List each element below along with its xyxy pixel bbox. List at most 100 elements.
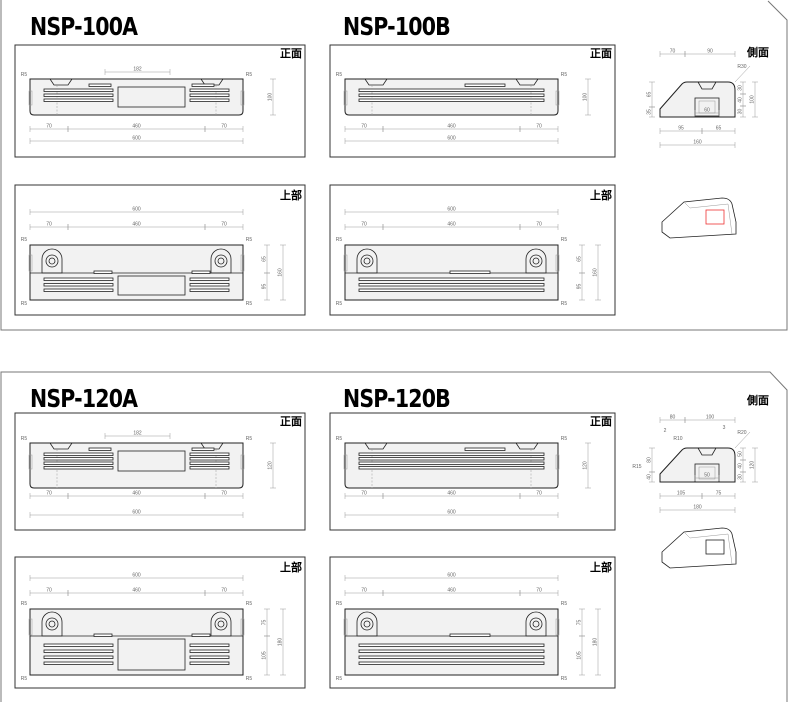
vent-slot [191, 83, 215, 87]
side-recess [555, 618, 560, 636]
anchor-boss [525, 248, 547, 274]
dimension-label: 30 [738, 85, 744, 91]
notch [49, 442, 73, 450]
block-body [344, 78, 559, 116]
side-recess [28, 254, 33, 272]
chamfer-label: R5 [246, 676, 253, 682]
section-frame-100 [0, 0, 788, 331]
chamfer-label: R5 [561, 676, 568, 682]
chamfer-label: R5 [561, 601, 568, 607]
vent-slot [43, 643, 114, 647]
dimension-label: 70 [46, 588, 52, 594]
iso-outline [661, 527, 737, 569]
vent-slot [358, 643, 545, 647]
iso-window [705, 209, 725, 225]
vent-slot [43, 461, 114, 465]
dimension-label: 70 [536, 491, 542, 497]
dimension-label: 120 [750, 461, 756, 470]
vent-slot [358, 93, 545, 97]
vent-slot [43, 277, 114, 281]
dimension-label: 65 [577, 256, 583, 262]
view-label: 上部 [590, 560, 612, 574]
anchor-boss [41, 611, 63, 637]
side-recess [240, 618, 245, 636]
iso-edge [683, 201, 691, 209]
vent-slot [43, 88, 114, 92]
dimension-label: 182 [133, 431, 142, 437]
iso-outline [661, 197, 737, 239]
dimension-label: 60 [704, 108, 710, 114]
vent-slot [358, 649, 545, 653]
dimension-label: 70 [46, 222, 52, 228]
dimension-label: 600 [447, 136, 456, 142]
vent-slot [189, 283, 230, 287]
isometric-view [661, 527, 737, 569]
vent-slot [358, 461, 545, 465]
vent-slot [189, 466, 230, 470]
view-label: 正面 [590, 47, 612, 60]
dimension-label: 80 [647, 457, 653, 463]
notch [364, 442, 388, 450]
vent-slot [358, 277, 545, 281]
dimension-label: 40 [647, 474, 653, 480]
bolt-hole-inner [532, 620, 540, 628]
side-recess [28, 454, 33, 470]
dimension-label: 70 [361, 588, 367, 594]
side-recess [555, 90, 560, 106]
radius-label: R30 [737, 64, 746, 70]
side-window [694, 463, 720, 483]
bolt-hole-inner [217, 257, 225, 265]
vent-slot [358, 283, 545, 287]
view-label: 正面 [280, 415, 302, 428]
leader-line [734, 65, 751, 83]
vent-slot [464, 83, 506, 87]
dimension-label: 70 [361, 222, 367, 228]
dimension-label: 35 [647, 109, 653, 115]
dimension-label: 75 [262, 620, 268, 626]
dimension-label: 75 [577, 620, 583, 626]
dimension-label: 70 [221, 491, 227, 497]
model-title: NSP-100B [343, 12, 451, 41]
vent-slot [189, 452, 230, 456]
block-body [344, 442, 559, 489]
dimension-label: 600 [447, 207, 456, 213]
radius-label: R15 [632, 464, 641, 470]
iso-edge [727, 203, 733, 235]
side-recess [240, 90, 245, 106]
dimension-label: 65 [262, 256, 268, 262]
dimension-label: 70 [536, 588, 542, 594]
chamfer-label: R5 [21, 237, 28, 243]
vent-slot [43, 457, 114, 461]
block-body [29, 78, 244, 116]
vent-slot [189, 457, 230, 461]
model-title: NSP-120A [30, 384, 138, 413]
vent-slot [88, 447, 112, 451]
dimension-label: 600 [447, 573, 456, 579]
dimension-label: 160 [693, 140, 702, 146]
isometric-view [661, 197, 737, 239]
dimension-label: 460 [132, 491, 141, 497]
vent-slot [189, 98, 230, 102]
vent-slot [358, 98, 545, 102]
chamfer-label: R5 [246, 237, 253, 243]
vent-slot [43, 661, 114, 665]
vent-slot [191, 270, 211, 274]
notch [697, 447, 717, 456]
anchor-boss [41, 248, 63, 274]
chamfer-label: R5 [21, 301, 28, 307]
radius-label: R10 [673, 436, 682, 442]
vent-slot [43, 288, 114, 292]
side-recess [343, 454, 348, 470]
vent-slot [189, 643, 230, 647]
dimension-label: 460 [132, 222, 141, 228]
dimension-label: 3 [723, 425, 726, 431]
iso-edge [727, 533, 733, 565]
label-window [117, 450, 186, 472]
dimension-label: 182 [133, 67, 142, 73]
dimension-label: 65 [716, 126, 722, 132]
chamfer-label: R5 [336, 237, 343, 243]
